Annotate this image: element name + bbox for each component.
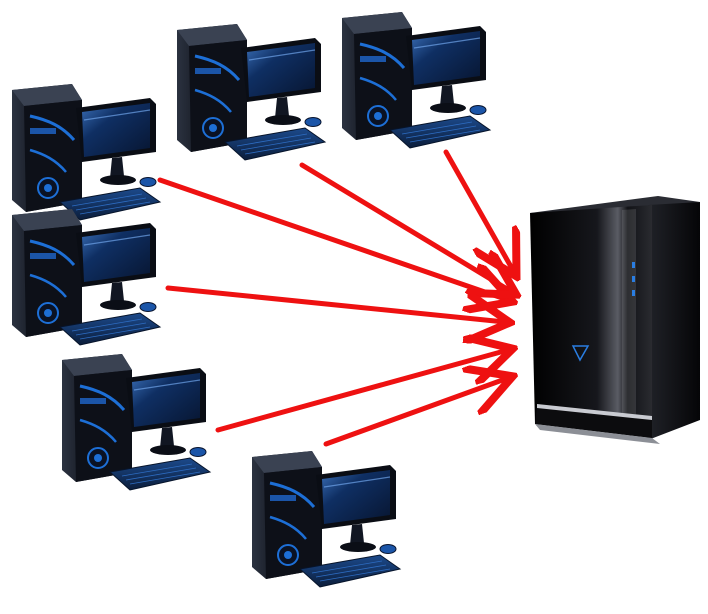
client-group: [10, 10, 492, 589]
arrow-right-icon: [157, 177, 508, 300]
arrow-right-icon: [299, 162, 512, 292]
desktop-computer-icon: [10, 82, 162, 222]
arrow-right-icon: [165, 285, 505, 322]
tower-server-icon: [530, 196, 700, 444]
desktop-computer-icon: [175, 22, 327, 162]
connection-arrows: [157, 149, 514, 447]
arrow-right-icon: [215, 350, 508, 433]
desktop-computer-icon: [340, 10, 492, 150]
arrow-right-icon: [443, 149, 514, 272]
arrow-right-icon: [323, 378, 508, 447]
desktop-computer-icon: [10, 207, 162, 347]
desktop-computer-icon: [60, 352, 212, 492]
desktop-computer-icon: [250, 449, 402, 589]
